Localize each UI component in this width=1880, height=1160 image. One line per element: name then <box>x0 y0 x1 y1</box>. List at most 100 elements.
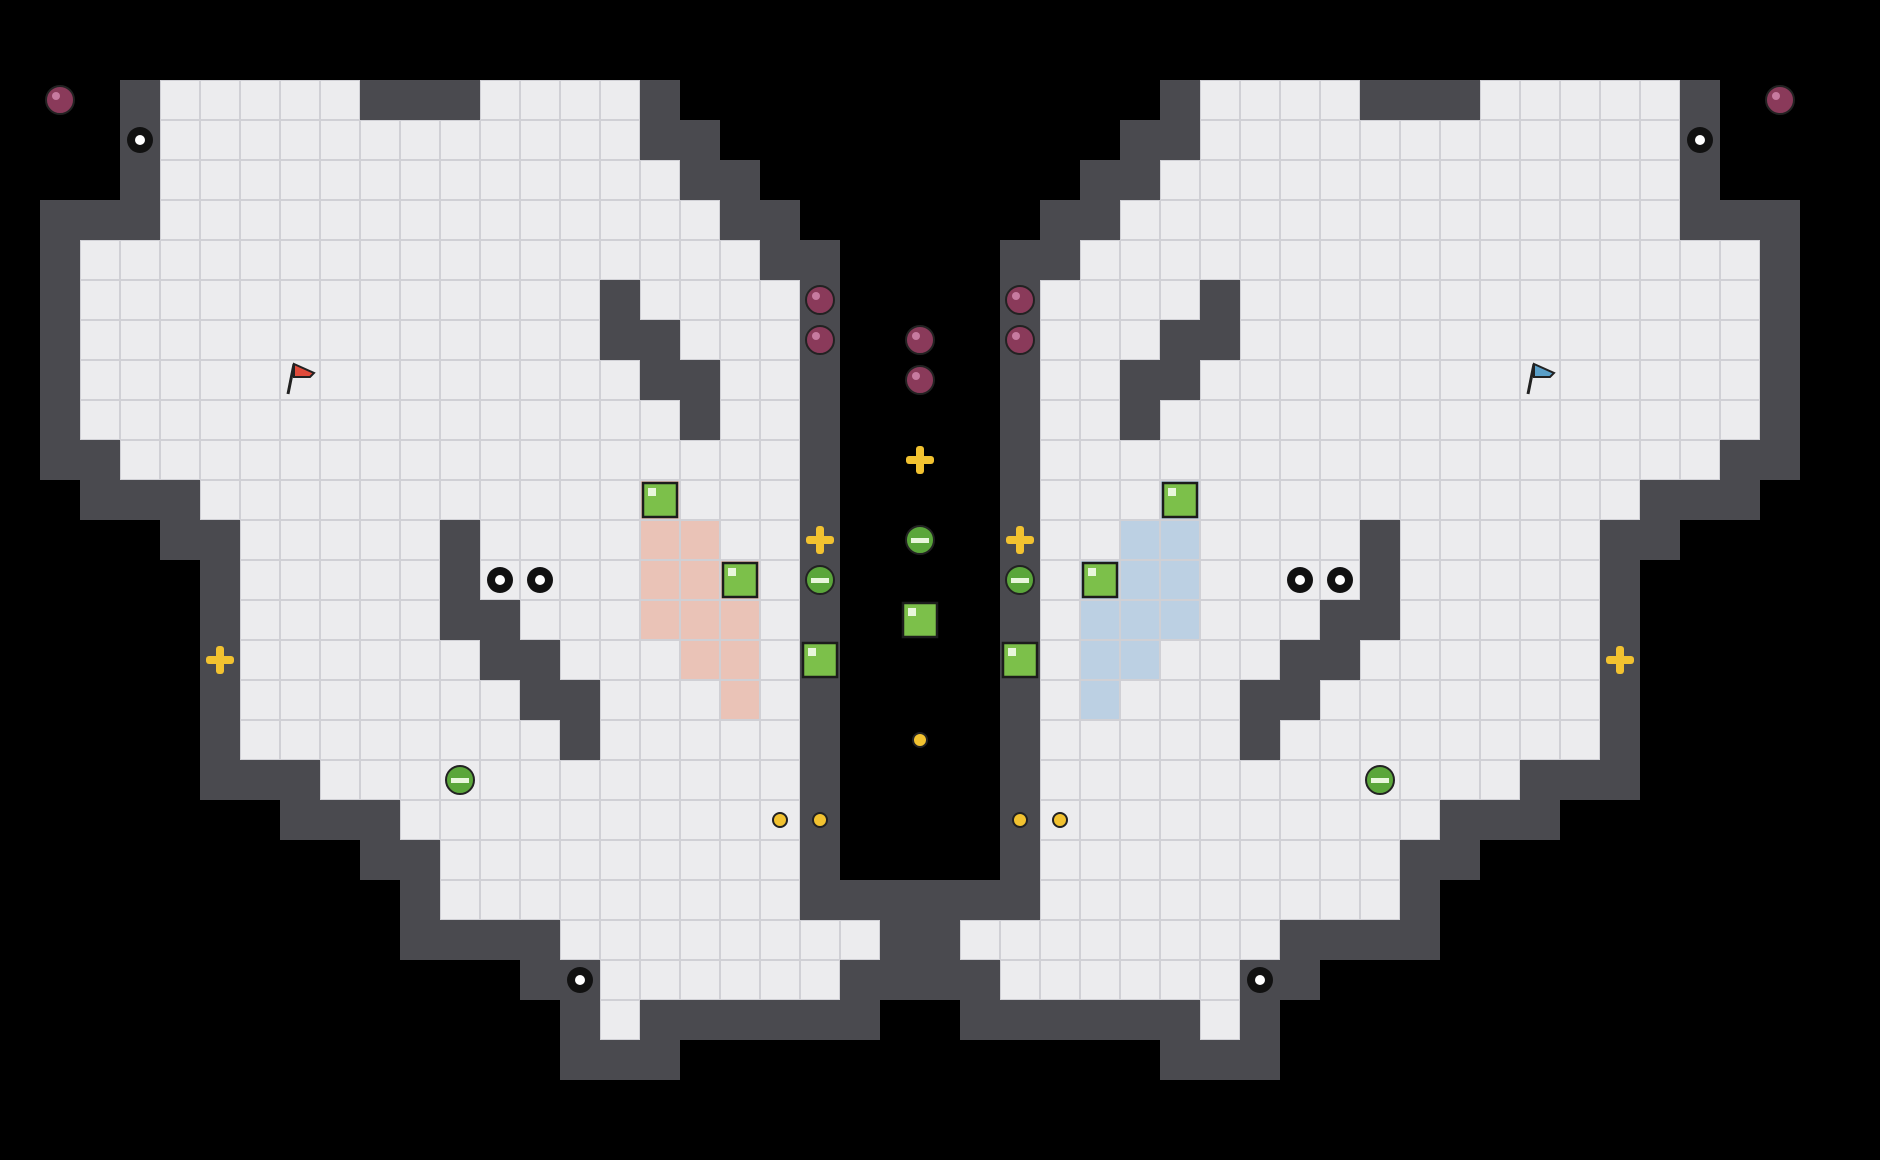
grid-cell <box>1560 680 1600 720</box>
red-endzone-tile <box>640 560 680 600</box>
grid-cell <box>1160 560 1200 600</box>
grid-cell <box>1480 80 1520 120</box>
grid-cell <box>1400 720 1440 760</box>
floor-tile <box>1040 840 1080 880</box>
floor-tile <box>1280 880 1320 920</box>
wall-tile <box>1040 240 1080 280</box>
blue-endzone-tile <box>1160 600 1200 640</box>
floor-tile <box>1720 280 1760 320</box>
grid-cell <box>360 760 400 800</box>
floor-tile <box>1320 880 1360 920</box>
floor-tile <box>1600 240 1640 280</box>
grid-cell <box>1680 240 1720 280</box>
floor-tile <box>440 640 480 680</box>
wall-tile <box>1600 720 1640 760</box>
wall-tile <box>440 80 480 120</box>
floor-tile <box>520 800 560 840</box>
floor-tile <box>640 960 680 1000</box>
grid-cell <box>600 600 640 640</box>
wall-tile <box>720 160 760 200</box>
grid-cell <box>80 280 120 320</box>
grid-cell <box>560 160 600 200</box>
floor-tile <box>440 280 480 320</box>
wall-tile <box>1600 600 1640 640</box>
floor-tile <box>600 360 640 400</box>
grid-cell <box>1400 600 1440 640</box>
grid-cell <box>160 240 200 280</box>
floor-tile <box>560 280 600 320</box>
wall-tile <box>880 880 920 920</box>
grid-cell <box>440 680 480 720</box>
floor-tile <box>560 560 600 600</box>
floor-tile <box>280 240 320 280</box>
grid-cell <box>1280 520 1320 560</box>
grid-cell <box>480 240 520 280</box>
bomb-icon <box>1005 285 1035 315</box>
grid-cell <box>1400 520 1440 560</box>
grid-cell <box>320 200 360 240</box>
floor-tile <box>1600 360 1640 400</box>
grid-cell <box>1520 360 1560 400</box>
grid-cell <box>1320 320 1360 360</box>
wall-tile <box>1760 240 1800 280</box>
grid-cell <box>320 720 360 760</box>
grid-cell <box>1120 240 1160 280</box>
wall-tile <box>280 800 320 840</box>
grid-cell <box>560 520 600 560</box>
grid-cell <box>1040 800 1080 840</box>
wall-tile <box>160 520 200 560</box>
grid-cell <box>1040 600 1080 640</box>
grid-cell <box>560 440 600 480</box>
floor-tile <box>1520 120 1560 160</box>
grid-cell <box>1400 400 1440 440</box>
wall-tile <box>800 680 840 720</box>
floor-tile <box>600 760 640 800</box>
spike-icon <box>1287 567 1313 593</box>
floor-tile <box>200 200 240 240</box>
grid-cell <box>1160 640 1200 680</box>
grid-cell <box>560 880 600 920</box>
grid-cell <box>1720 400 1760 440</box>
grid-cell <box>360 200 400 240</box>
grid-cell <box>1280 800 1320 840</box>
floor-tile <box>1000 960 1040 1000</box>
floor-tile <box>1160 960 1200 1000</box>
grid-cell <box>160 200 200 240</box>
floor-tile <box>1560 640 1600 680</box>
floor-tile <box>1040 560 1080 600</box>
floor-tile <box>520 600 560 640</box>
grid-cell <box>240 720 280 760</box>
floor-tile <box>1720 400 1760 440</box>
wall-tile <box>200 680 240 720</box>
grid-cell <box>1200 920 1240 960</box>
floor-tile <box>680 920 720 960</box>
wall-tile <box>1160 1040 1200 1080</box>
grid-cell <box>1600 200 1640 240</box>
grid-cell <box>360 600 400 640</box>
grid-cell <box>520 320 560 360</box>
grid-cell <box>400 720 440 760</box>
grid-cell <box>720 840 760 880</box>
floor-tile <box>640 240 680 280</box>
floor-tile <box>720 280 760 320</box>
grid-cell <box>280 360 320 400</box>
grid-cell <box>320 80 360 120</box>
floor-tile <box>320 320 360 360</box>
floor-tile <box>1240 880 1280 920</box>
grid-cell <box>680 640 720 680</box>
grid-cell <box>560 280 600 320</box>
grid-cell <box>520 80 560 120</box>
grid-cell <box>1160 760 1200 800</box>
wall-tile <box>840 880 880 920</box>
inner-wall-tile <box>1200 280 1240 320</box>
grid-cell <box>1560 80 1600 120</box>
grid-cell <box>1440 640 1480 680</box>
grid-cell <box>1160 840 1200 880</box>
floor-tile <box>1680 360 1720 400</box>
grid-cell <box>720 520 760 560</box>
floor-tile <box>440 120 480 160</box>
grid-cell <box>1400 320 1440 360</box>
grid-cell <box>600 360 640 400</box>
floor-tile <box>360 520 400 560</box>
floor-tile <box>80 240 120 280</box>
